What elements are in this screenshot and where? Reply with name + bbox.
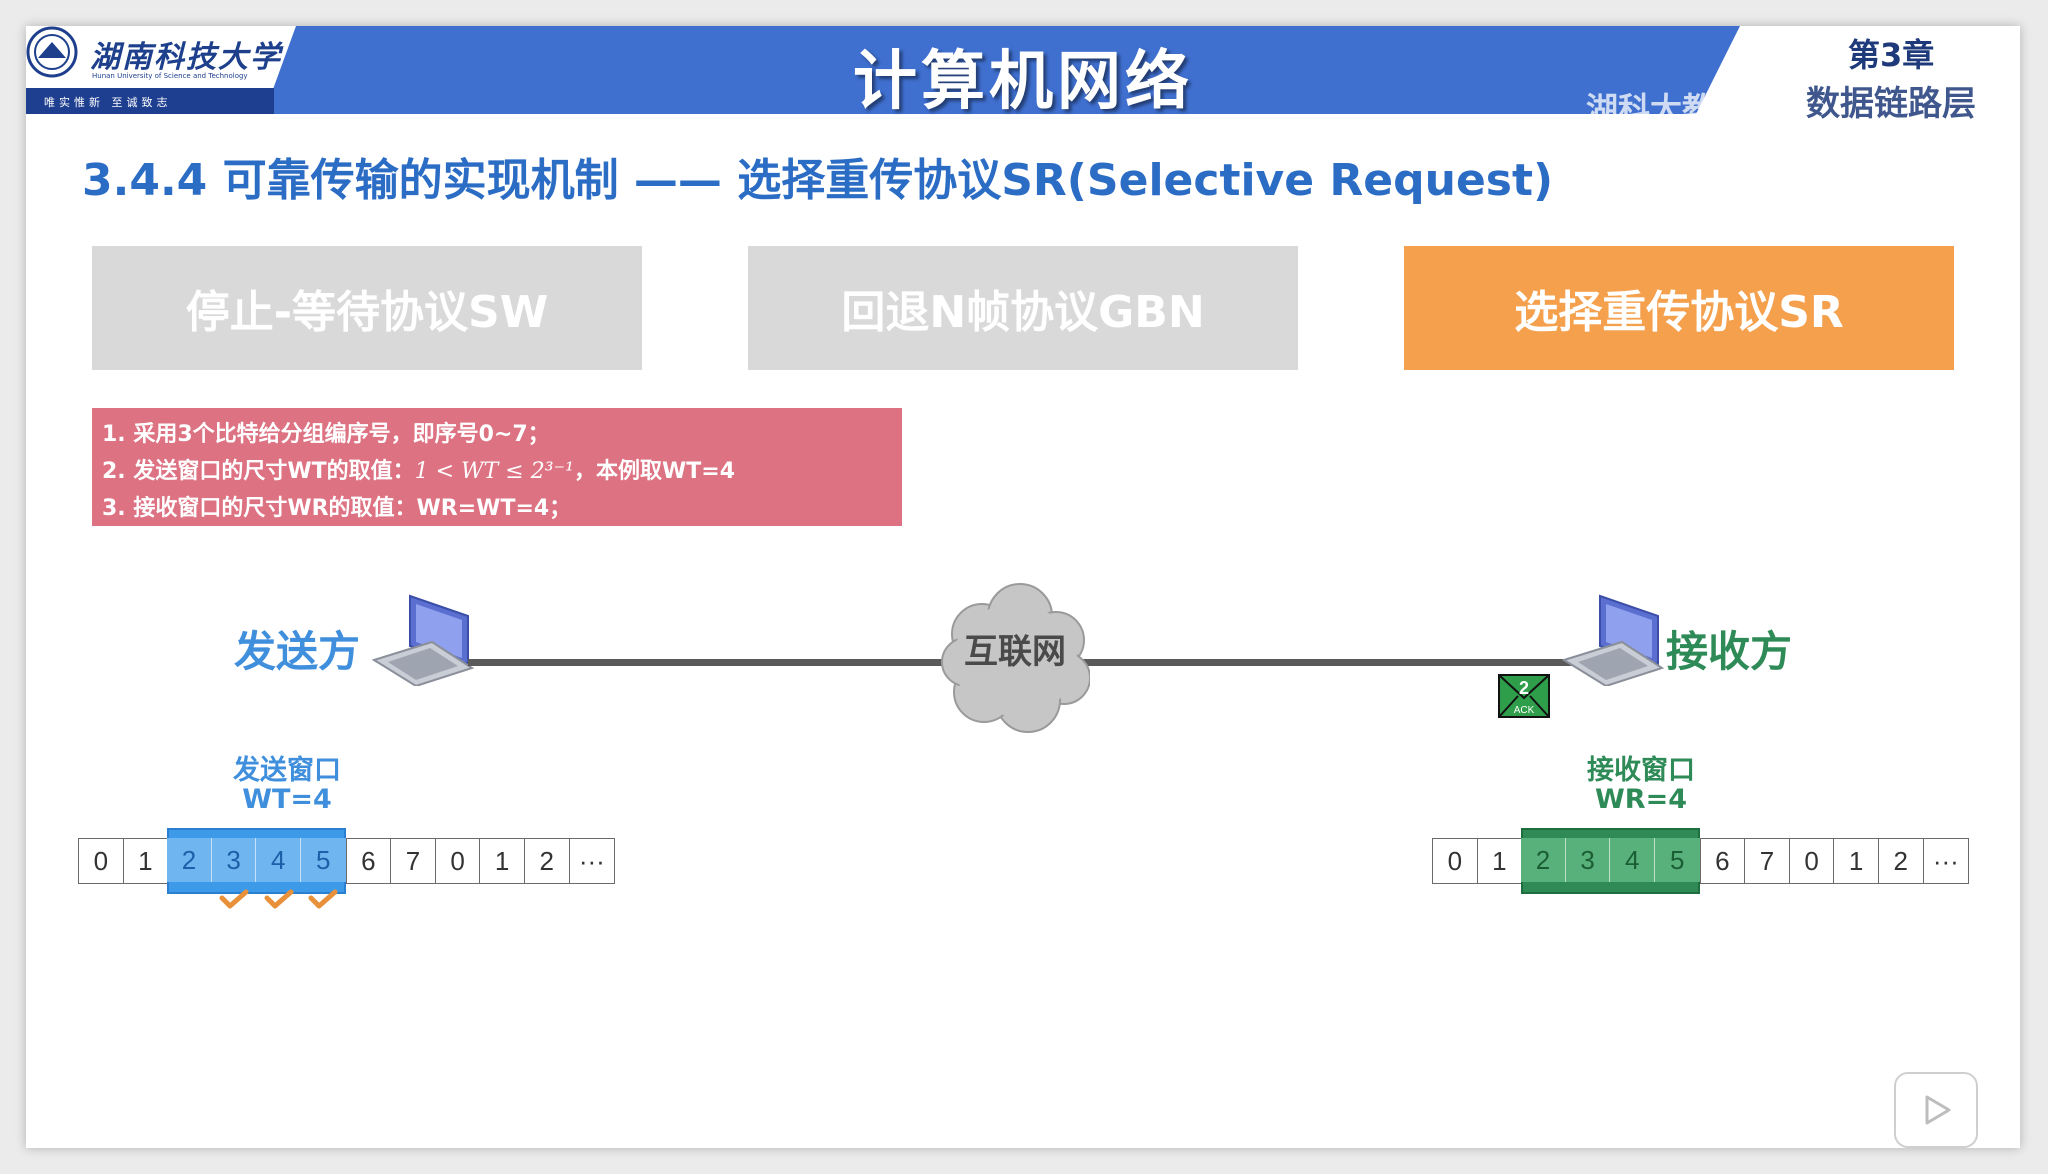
ack-packet: 2 ACK: [1498, 674, 1550, 718]
sender-seq-cell: 6: [347, 839, 392, 883]
ack-checkmark-icon: [219, 889, 249, 909]
sender-window-cell: 5: [300, 838, 346, 882]
course-title: 计算机网络: [853, 45, 1193, 119]
sender-window-size: WT=4: [242, 784, 332, 815]
ack-checkmark-icon: [308, 889, 338, 909]
sender-sequence-bar: 01234567012···: [78, 838, 616, 884]
rules-box: 1. 采用3个比特给分组编序号，即序号0~7； 2. 发送窗口的尺寸WT的取值：…: [92, 408, 902, 526]
receiver-seq-cell: 7: [1745, 839, 1790, 883]
receiver-seq-cell: 0: [1433, 839, 1478, 883]
chapter-number: 第3章: [1848, 36, 1935, 74]
internet-cloud-icon: [941, 583, 1090, 733]
tab-selective-repeat[interactable]: 选择重传协议SR: [1404, 246, 1954, 370]
rule-1: 1. 采用3个比特给分组编序号，即序号0~7；: [102, 422, 550, 447]
rule-2-suffix: ，本例取WT=4: [573, 459, 735, 484]
tab-stop-and-wait[interactable]: 停止-等待协议SW: [92, 246, 642, 370]
receiver-seq-cell: 0: [1790, 839, 1835, 883]
receiver-window-cell: 5: [1654, 838, 1700, 882]
receiver-window-cell: 4: [1610, 838, 1655, 882]
receiver-window-title: 接收窗口: [1587, 755, 1695, 786]
university-name: 湖南科技大学: [90, 40, 282, 75]
university-motto: 唯实惟新 至诚致志: [44, 96, 172, 109]
play-button[interactable]: [1894, 1072, 1978, 1148]
sender-window-cell: 2: [167, 838, 212, 882]
rule-2-prefix: 2. 发送窗口的尺寸WT的取值：: [102, 459, 415, 484]
window-size-formula: 1 < WT ≤ 2³⁻¹: [414, 459, 574, 484]
receiver-seq-cell: 1: [1834, 839, 1879, 883]
sender-seq-cell: 7: [391, 839, 436, 883]
slide: 湖南科技大学 Hunan University of Science and T…: [26, 26, 2020, 1148]
ack-text: ACK: [1514, 705, 1535, 716]
receiver-seq-cell: 1: [1478, 839, 1523, 883]
internet-label: 互联网: [964, 632, 1066, 672]
receiver-label: 接收方: [1666, 627, 1793, 676]
sender-label: 发送方: [234, 627, 361, 676]
receiver-seq-cell: 6: [1701, 839, 1746, 883]
header-background: [26, 26, 1740, 114]
rule-3: 3. 接收窗口的尺寸WR的取值：WR=WT=4；: [102, 496, 572, 521]
sender-seq-cell: 1: [124, 839, 169, 883]
header-bar: 湖南科技大学 Hunan University of Science and T…: [26, 26, 2020, 128]
sender-window-cell: 4: [256, 838, 301, 882]
university-logo-icon: [26, 26, 78, 78]
sender-seq-cell: 2: [525, 839, 570, 883]
receiver-laptop-icon: [1562, 594, 1664, 686]
receiver-sequence-bar: 01234567012···: [1432, 838, 1970, 884]
ack-envelope-icon: 2 ACK: [1498, 674, 1550, 718]
sender-seq-cell: 0: [436, 839, 481, 883]
play-icon: [1925, 1095, 1951, 1125]
section-title: 3.4.4 可靠传输的实现机制 —— 选择重传协议SR(Selective Re…: [82, 155, 1554, 206]
sender-window-title: 发送窗口: [233, 755, 341, 786]
receiver-seq-cell: ···: [1932, 845, 1959, 876]
receiver-window-cell: 2: [1521, 838, 1566, 882]
ack-number: 2: [1519, 678, 1529, 698]
sender-seq-cell: ···: [578, 845, 605, 876]
ack-checkmark-icon: [264, 889, 294, 909]
sender-seq-cell: 1: [480, 839, 525, 883]
chapter-subtitle: 数据链路层: [1806, 84, 1976, 124]
sender-laptop-icon: [372, 594, 474, 686]
watermark: 湖科大教书匠: [1586, 90, 1779, 128]
university-english-name: Hunan University of Science and Technolo…: [92, 72, 248, 80]
sender-seq-cell: 0: [79, 839, 124, 883]
tab-go-back-n[interactable]: 回退N帧协议GBN: [748, 246, 1298, 370]
receiver-window-size: WR=4: [1595, 784, 1687, 815]
receiver-seq-cell: 2: [1879, 839, 1924, 883]
receiver-window-cell: 3: [1565, 838, 1611, 882]
rule-2: 2. 发送窗口的尺寸WT的取值：1 < WT ≤ 2³⁻¹，本例取WT=4: [102, 453, 892, 490]
sender-window-cell: 3: [211, 838, 257, 882]
